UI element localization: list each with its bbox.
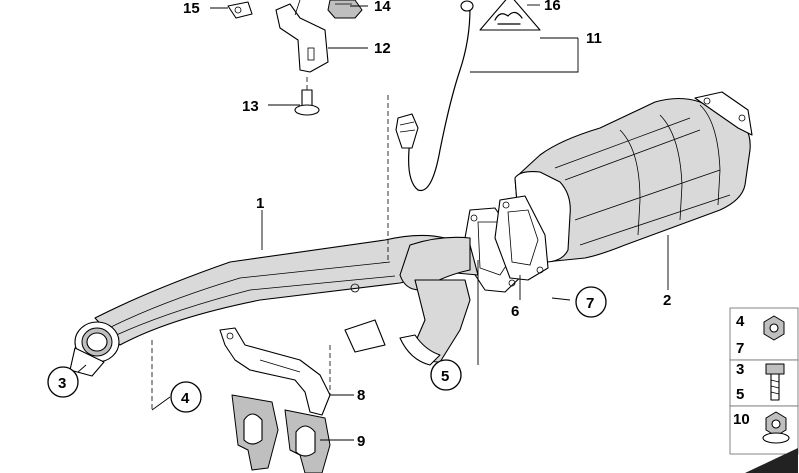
callout-3: 3	[58, 375, 66, 392]
callout-6: 6	[511, 303, 519, 320]
bolt-icon	[765, 363, 785, 401]
callout-13: 13	[242, 98, 259, 115]
rubber-mount[interactable]	[231, 394, 331, 473]
spring-clip[interactable]	[327, 0, 363, 19]
callout-8: 8	[357, 387, 365, 404]
bolt[interactable]	[294, 75, 320, 116]
callout-2: 2	[663, 292, 671, 309]
mounting-bracket[interactable]	[275, 0, 329, 73]
callout-4-circle	[170, 381, 202, 413]
legend-label-4: 4	[736, 313, 745, 330]
callout-7: 7	[586, 295, 594, 312]
callout-7-circle	[575, 286, 607, 318]
callout-9: 9	[357, 433, 365, 450]
flange-gasket-2[interactable]	[494, 195, 549, 281]
oxygen-sensor[interactable]	[395, 0, 474, 192]
callout-5: 5	[441, 368, 449, 385]
catalytic-converter[interactable]	[514, 91, 753, 263]
callout-3-circle	[47, 366, 79, 398]
legend-label-5: 5	[736, 386, 744, 403]
callout-5-circle	[430, 359, 462, 391]
fastener-legend: 4 7 3 5 10	[729, 307, 799, 473]
warning-label	[479, 0, 541, 31]
callout-12: 12	[374, 40, 391, 57]
legend-label-3: 3	[736, 361, 744, 378]
cable-clamp[interactable]	[227, 1, 253, 19]
legend-label-7: 7	[736, 340, 744, 357]
flange-nut-icon	[762, 411, 790, 444]
callout-1: 1	[256, 195, 264, 212]
legend-label-10: 10	[733, 411, 750, 428]
callout-4: 4	[181, 390, 190, 407]
callout-14: 14	[374, 0, 391, 15]
callout-16: 16	[544, 0, 561, 14]
front-exhaust-pipe[interactable]	[69, 234, 479, 377]
hanger-bracket[interactable]	[219, 327, 331, 416]
callout-11: 11	[586, 30, 602, 47]
corner-arrow-icon	[745, 448, 798, 473]
callout-15: 15	[183, 0, 200, 17]
